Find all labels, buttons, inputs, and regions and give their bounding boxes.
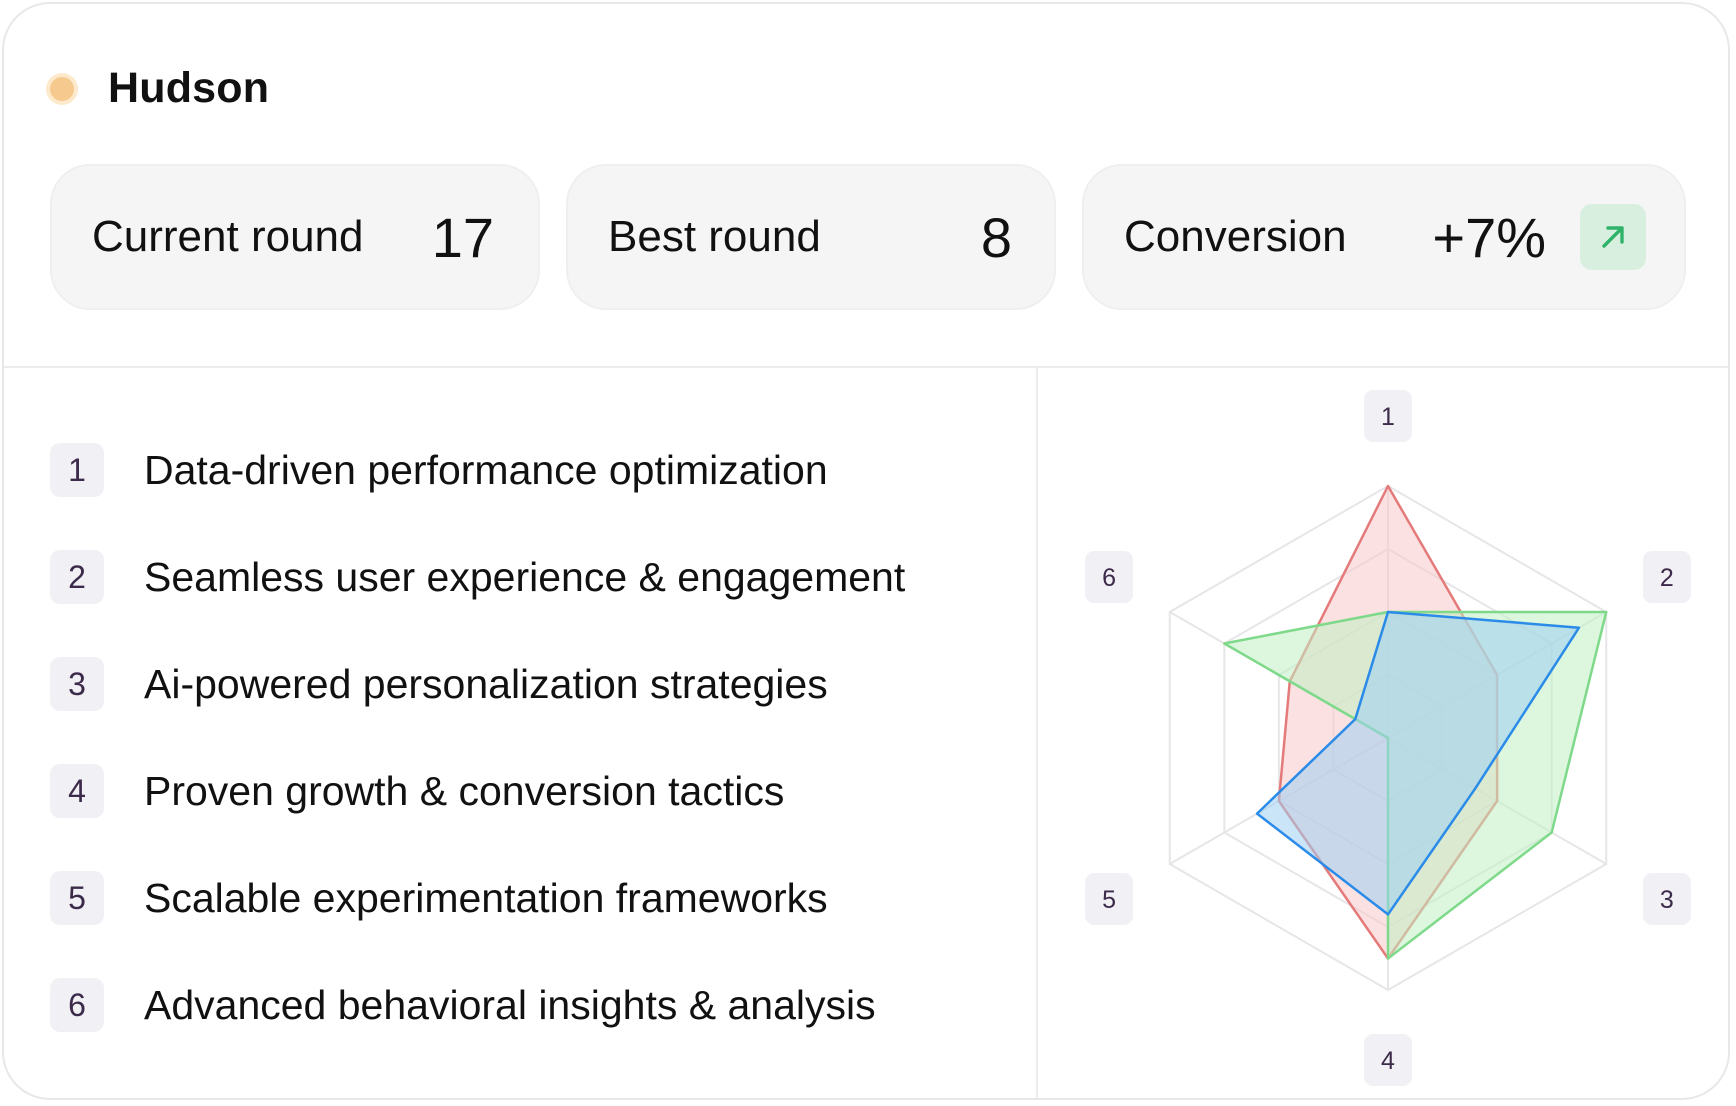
radar-series-3 [1255,610,1581,916]
trend-badge [1580,204,1646,270]
list-item-label: Ai-powered personalization strategies [144,660,828,707]
axis-label: 2 [1660,564,1674,592]
column-divider [1036,366,1038,1098]
radar-chart: 1 2 3 4 5 6 [1085,390,1691,1086]
axis-label: 1 [1381,403,1395,431]
axis-label-badge [1364,1034,1412,1086]
list-item: 2 Seamless user experience & engagement [50,549,905,605]
stat-value: +7% [1432,205,1546,269]
list-item: 3 Ai-powered personalization strategies [50,656,828,712]
stat-label: Conversion [1124,212,1347,261]
number-badge: 4 [50,764,104,818]
number-badge: 6 [50,978,104,1032]
list-item-label: Data-driven performance optimization [144,446,828,493]
stat-value: 8 [980,205,1012,269]
stat-conversion: Conversion +7% [1082,164,1686,310]
axis-label-badge [1642,873,1691,925]
stat-current-round: Current round 17 [50,164,540,310]
list-item: 1 Data-driven performance optimization [50,442,828,498]
arrow-up-right-icon [1602,226,1624,248]
number-badge: 3 [50,657,104,711]
list-item: 6 Advanced behavioral insights & analysi… [50,977,876,1033]
number-badge: 2 [50,550,104,604]
section-divider [4,366,1728,368]
status-dot [50,76,74,101]
list-item-label: Proven growth & conversion tactics [144,767,785,814]
stat-value: 17 [431,205,494,269]
list-item-label: Scalable experimentation frameworks [144,874,828,921]
axis-label-badge [1085,551,1134,603]
list-item: 5 Scalable experimentation frameworks [50,870,828,926]
profile-name: Hudson [108,64,270,112]
number-badge: 5 [50,871,104,925]
axis-label: 4 [1381,1047,1395,1075]
stat-best-round: Best round 8 [566,164,1056,310]
number-badge: 1 [50,443,104,497]
list-item-label: Advanced behavioral insights & analysis [144,981,876,1028]
axis-label-badge [1085,873,1134,925]
axis-label: 3 [1660,886,1674,914]
stat-label: Best round [608,212,821,261]
list-item-label: Seamless user experience & engagement [144,553,906,600]
stat-label: Current round [92,212,364,261]
axis-label-badge [1364,390,1412,442]
list-item: 4 Proven growth & conversion tactics [50,763,784,819]
profile-header: Hudson [50,64,269,113]
axis-label: 6 [1102,564,1116,592]
axis-label: 5 [1102,886,1116,914]
axis-label-badge [1642,551,1691,603]
